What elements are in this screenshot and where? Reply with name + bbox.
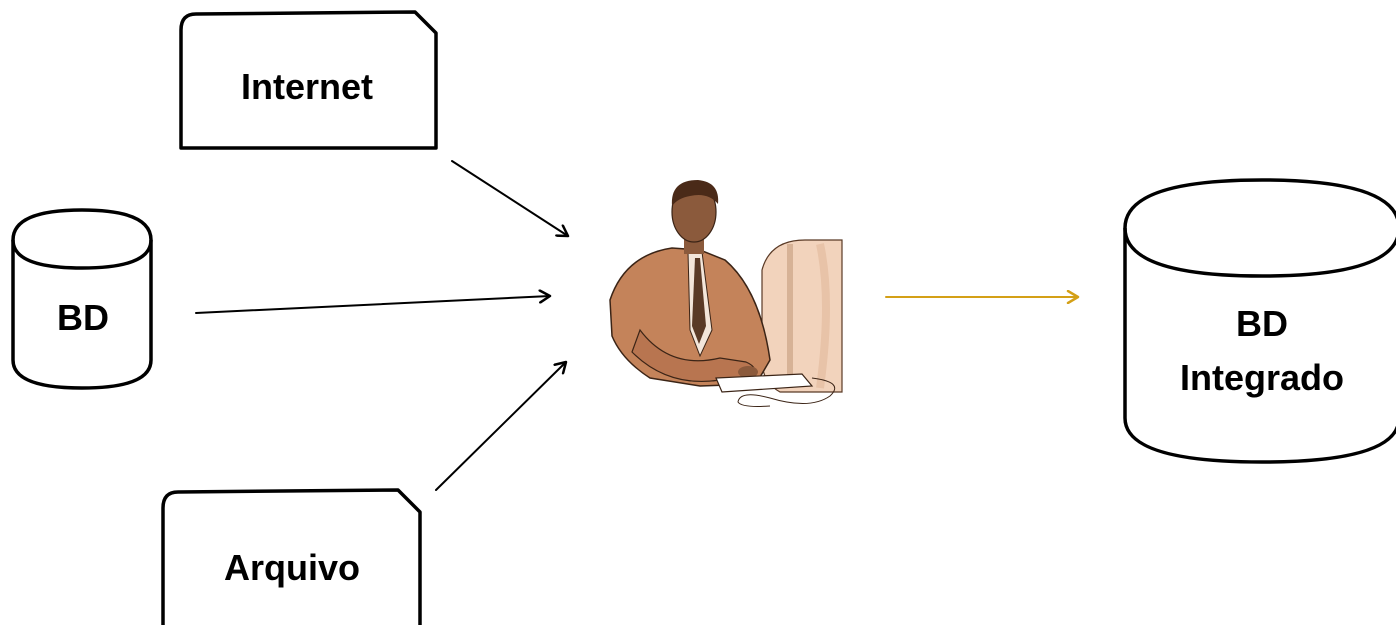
bd-integrado-label-line1: BD — [1236, 303, 1288, 344]
internet-node: Internet — [181, 12, 436, 148]
bd-integrado-node: BD Integrado — [1125, 180, 1396, 462]
internet-label: Internet — [241, 66, 373, 107]
person-at-computer-icon — [610, 180, 842, 407]
arrow-internet-to-integrator — [452, 161, 568, 236]
bd-source-label: BD — [57, 297, 109, 338]
bd-source-node: BD — [13, 210, 151, 388]
arquivo-label: Arquivo — [224, 547, 360, 588]
bd-integrado-label-line2: Integrado — [1180, 357, 1344, 398]
arquivo-node: Arquivo — [163, 490, 420, 625]
arrow-arquivo-to-integrator — [436, 362, 566, 490]
arrow-bd-to-integrator — [196, 296, 550, 313]
